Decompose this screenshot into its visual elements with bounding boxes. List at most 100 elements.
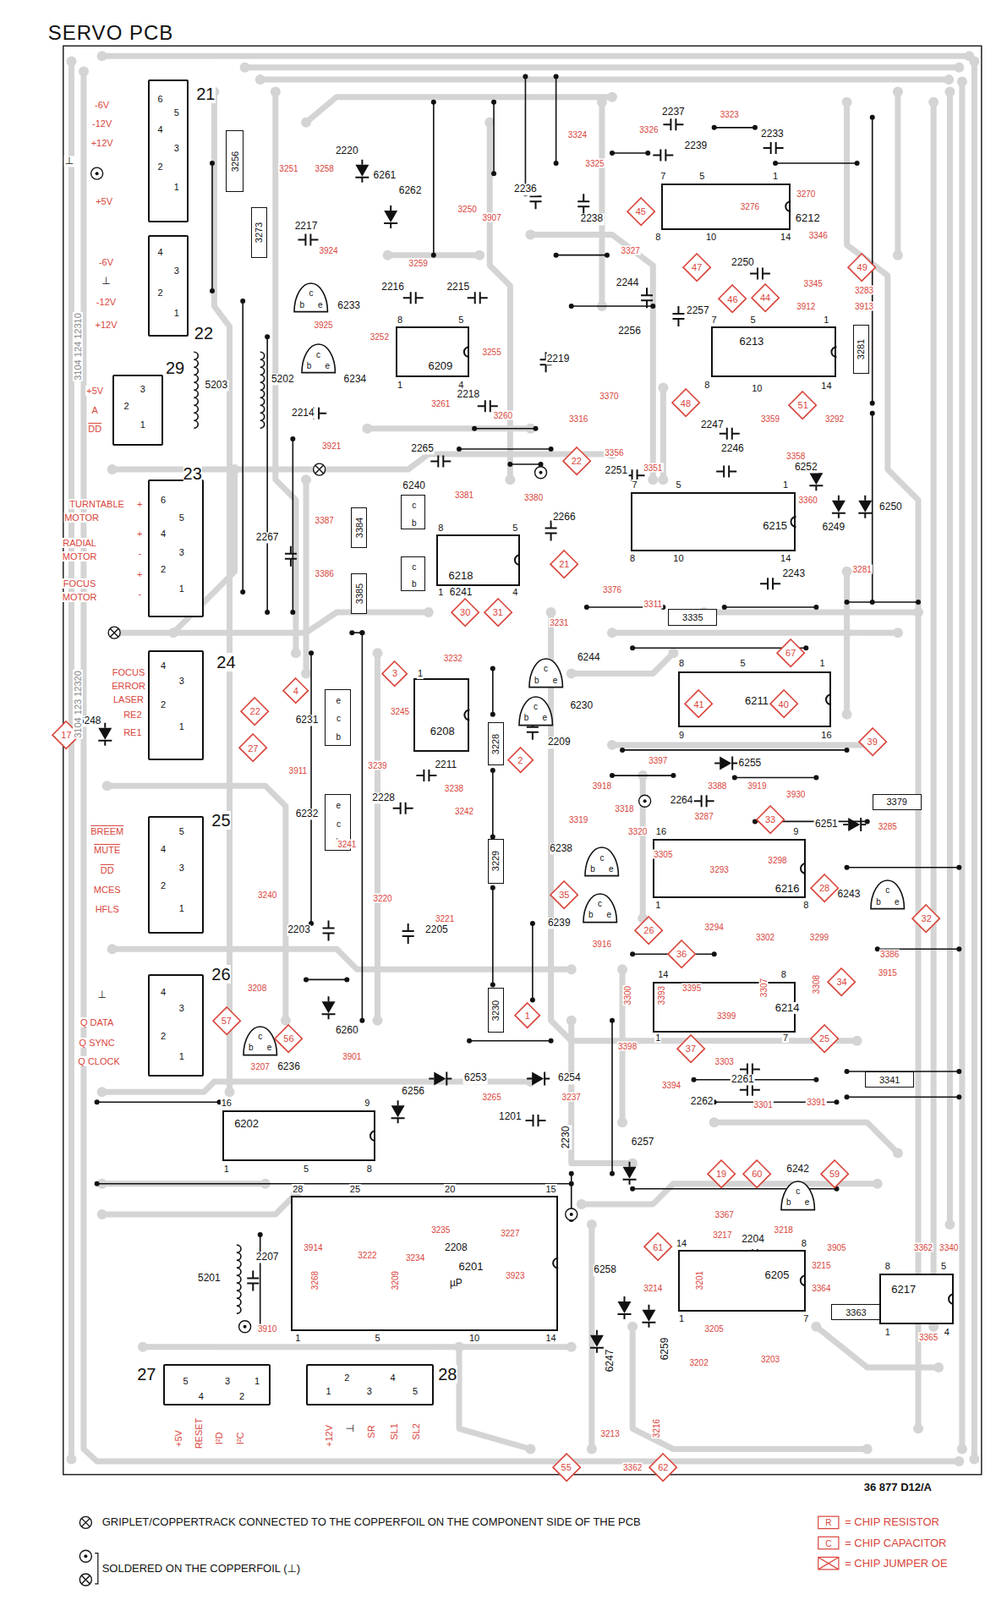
chip-part-number: 3227 (499, 1227, 520, 1237)
symbol-ring (79, 1515, 92, 1528)
terminal-letter: e (336, 695, 342, 705)
copper-pad (842, 97, 853, 108)
chip-part-number: 3258 (314, 164, 335, 174)
jumper-wire (492, 667, 494, 714)
chip-part-number: 3305 (652, 848, 674, 859)
chip-part-number: 3340 (938, 1242, 959, 1252)
diode-symbol (590, 1329, 604, 1353)
pin-number: 3 (178, 675, 186, 686)
chip-part-number: 3221 (434, 913, 455, 924)
jumper-wires (94, 74, 963, 1330)
copper-trace (142, 1343, 572, 1350)
pin-number: 14 (779, 231, 792, 242)
diode-symbol (391, 1100, 405, 1123)
part-number: ⊥ (345, 1422, 357, 1434)
signal-name: -12V (95, 296, 117, 307)
diode-body (391, 1105, 405, 1117)
ic-notch (514, 554, 520, 565)
jumper-wire (847, 601, 919, 603)
part-number: 2250 (730, 257, 756, 269)
copper-trace (306, 97, 613, 123)
copper-pad (102, 780, 113, 791)
copper-pad (842, 709, 853, 720)
pin-number: 15 (544, 1183, 557, 1194)
pin-number: 1 (294, 1332, 302, 1343)
jumper-wire (492, 770, 494, 837)
copper-trace (843, 571, 850, 715)
diode-body (531, 1071, 544, 1085)
pin-number: 1 (173, 181, 181, 192)
callout-diamond: 30 (450, 597, 480, 627)
solder-dot (569, 1181, 575, 1187)
chip-part-number: 3239 (366, 760, 388, 771)
callout-number: 36 (676, 948, 687, 959)
callout-diamond: 22 (562, 446, 592, 476)
pin-number: 4 (156, 124, 164, 135)
diamond-outline (667, 940, 696, 968)
signal-name: I²C (235, 1431, 246, 1446)
copper-trace (374, 652, 381, 1020)
chip-part-number: 3201 (694, 1269, 704, 1291)
diode-body (322, 1001, 336, 1013)
callout-number: 48 (680, 398, 691, 409)
solder-dot (629, 1186, 635, 1192)
chip-part-number: 3235 (430, 1225, 451, 1235)
part-number: 2233 (760, 129, 785, 141)
griplet-symbol (108, 626, 121, 639)
callout-diamond: 31 (483, 597, 513, 627)
pin-number: 16 (220, 1097, 233, 1108)
solder-dot (490, 711, 496, 717)
pin-number: 9 (363, 1097, 371, 1108)
part-number: 2220 (334, 145, 360, 157)
diode-symbol (623, 1161, 637, 1185)
part-number: 6205 (765, 1269, 790, 1281)
part-number: 3281 (855, 338, 866, 359)
part-number: 2215 (445, 282, 471, 294)
part-number: 2228 (371, 792, 396, 804)
chip-part-number: 3324 (567, 130, 588, 140)
part-number: 3256 (229, 150, 240, 171)
capacitor-symbol (763, 142, 784, 154)
diamond-outline (550, 881, 578, 909)
jumper-wire (871, 117, 874, 404)
callout-number: 37 (685, 1043, 696, 1054)
chip-part-number: 3215 (810, 1260, 832, 1270)
capacitor-symbol (739, 1083, 761, 1096)
copper-pad (423, 607, 434, 618)
pin-number: 1 (819, 657, 827, 668)
copper-pad (968, 1454, 980, 1465)
diamond-outline (649, 1453, 677, 1481)
capacitor-plates (284, 546, 297, 567)
board-code: 3104 123 12320 (72, 669, 83, 739)
resistor-box: 3229 (487, 838, 504, 884)
callout-diamond: 41 (684, 689, 713, 718)
symbol-dot (539, 470, 543, 475)
legend-entry: = CHIP RESISTOR (844, 1515, 940, 1528)
solder-dot (209, 288, 215, 294)
solder-dot (813, 1077, 819, 1083)
callout-number: 21 (558, 558, 570, 570)
callout-diamond: 1 (514, 1001, 541, 1029)
terminal-letter: c (336, 713, 341, 723)
transistor: 6243cbe (869, 878, 906, 912)
terminal-letter: e (542, 712, 548, 723)
pin-number: 8 (629, 552, 636, 564)
callout-number: 33 (765, 814, 776, 825)
solder-dot (553, 160, 559, 166)
pin-number: 5 (738, 657, 746, 668)
solder-dot (490, 885, 496, 891)
part-number: 6213 (738, 335, 764, 348)
chip-part-number: 3245 (389, 706, 411, 717)
symbol-ring (535, 466, 548, 479)
shape-outline (583, 845, 620, 879)
callout-number: 22 (571, 455, 582, 466)
chip-part-number: 3388 (706, 781, 728, 791)
solder-dot (833, 1099, 839, 1105)
chip-part-number: 3259 (408, 258, 429, 269)
solder-dot (456, 446, 462, 452)
pin-number: 2 (159, 563, 167, 575)
callout-number: 30 (459, 607, 471, 618)
copper-pad (137, 1341, 148, 1352)
pin-number: 8 (654, 231, 662, 242)
diode-symbol (842, 817, 866, 832)
